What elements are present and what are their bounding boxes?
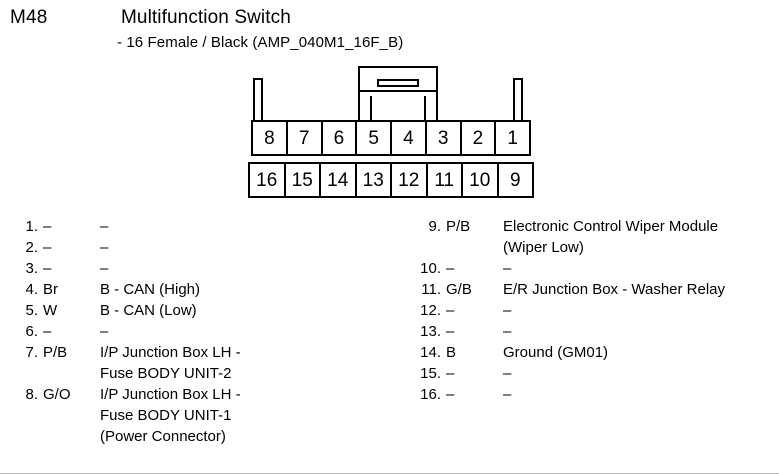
pin-wire-color: –	[43, 323, 52, 340]
pin-number: 7.	[25, 344, 38, 361]
pin-cell-11: 11	[427, 164, 463, 196]
pin-entry: 9. P/B Electronic Control Wiper Module (Wi…	[413, 216, 779, 258]
pin-cell-3: 3	[426, 122, 462, 154]
pin-cell-4: 4	[392, 122, 427, 154]
pin-entry: 4. Br B - CAN (High)	[16, 279, 406, 300]
pin-wire-color: B	[446, 344, 457, 361]
pin-description: –	[503, 365, 512, 382]
pin-wire-color: P/B	[446, 218, 471, 235]
pin-entry: 6.––	[16, 321, 406, 342]
pin-description: E/R Junction Box - Washer Relay	[503, 281, 726, 298]
pin-entry: 16.––	[413, 384, 779, 405]
pin-entry: 11. G/B E/R Junction Box - Washer Relay	[413, 279, 779, 300]
pin-number: 10.	[420, 260, 441, 277]
latch-inner-bar	[377, 79, 419, 87]
pin-description: –	[100, 260, 109, 277]
pin-wire-color: –	[446, 323, 455, 340]
pin-wire-color: P/B	[43, 344, 68, 361]
pin-list-right: 9. P/B Electronic Control Wiper Module (Wi…	[413, 216, 779, 405]
pin-number: 1.	[25, 218, 38, 235]
pin-wire-color: Br	[43, 281, 58, 298]
retention-tab-left	[253, 78, 263, 122]
pin-description: –	[503, 386, 512, 403]
pin-cell-8: 8	[253, 122, 288, 154]
pin-description: Ground (GM01)	[503, 344, 609, 361]
pin-cell-6: 6	[322, 122, 358, 154]
pin-number: 16.	[420, 386, 441, 403]
pin-number: 5.	[25, 302, 38, 319]
pin-description: I/P Junction Box LH - Fuse BODY UNIT-1 (…	[100, 386, 241, 445]
pin-wire-color: G/B	[446, 281, 472, 298]
connector-subtitle: - 16 Female / Black (AMP_040M1_16F_B)	[117, 34, 404, 51]
pin-cell-14: 14	[321, 164, 357, 196]
pin-cell-12: 12	[392, 164, 428, 196]
pin-wire-color: –	[446, 365, 455, 382]
pin-entry: 10.––	[413, 258, 779, 279]
pin-wire-color: W	[43, 302, 58, 319]
pin-description: –	[503, 302, 512, 319]
pin-wire-color: –	[446, 302, 455, 319]
pin-wire-color: –	[43, 260, 52, 277]
pin-description: –	[503, 323, 512, 340]
pin-entry: 7. P/B I/P Junction Box LH - Fuse BODY UNI…	[16, 342, 406, 384]
pin-wire-color: –	[446, 386, 455, 403]
pin-cell-5: 5	[357, 122, 392, 154]
pin-wire-color: –	[446, 260, 455, 277]
pin-description: B - CAN (Low)	[100, 302, 197, 319]
pin-number: 2.	[25, 239, 38, 256]
pin-number: 6.	[25, 323, 38, 340]
pin-wire-color: –	[43, 239, 52, 256]
pin-cell-2: 2	[461, 122, 497, 154]
pin-cell-16: 16	[250, 164, 286, 196]
pin-cell-15: 15	[285, 164, 321, 196]
pin-number: 14.	[420, 344, 441, 361]
pin-description: –	[100, 323, 109, 340]
pin-entry: 2.––	[16, 237, 406, 258]
pin-entry: 14. B Ground (GM01)	[413, 342, 779, 363]
pin-wire-color: –	[43, 218, 52, 235]
pin-description: Electronic Control Wiper Module (Wiper L…	[503, 218, 719, 256]
pin-description: I/P Junction Box LH - Fuse BODY UNIT-2	[100, 344, 241, 382]
pin-number: 11.	[421, 281, 441, 298]
pin-number: 13.	[420, 323, 441, 340]
pin-number: 8.	[25, 386, 38, 403]
pin-entry: 8. G/O I/P Junction Box LH - Fuse BODY UNI…	[16, 384, 406, 447]
pin-entry: 3.––	[16, 258, 406, 279]
pin-number: 3.	[25, 260, 38, 277]
pin-cell-13: 13	[356, 164, 392, 196]
pin-description: B - CAN (High)	[100, 281, 201, 298]
pin-number: 12.	[420, 302, 441, 319]
pin-entry: 15.––	[413, 363, 779, 384]
pin-wire-color: G/O	[43, 386, 71, 403]
pin-number: 4.	[25, 281, 38, 298]
page-title: Multifunction Switch	[121, 7, 291, 28]
pin-entry: 12.––	[413, 300, 779, 321]
pin-description: –	[100, 239, 109, 256]
pin-description: –	[503, 260, 512, 277]
pin-number: 15.	[420, 365, 441, 382]
pin-entry: 5. W B - CAN (Low)	[16, 300, 406, 321]
pin-cell-9: 9	[498, 164, 532, 196]
pin-description: –	[100, 218, 109, 235]
latch-lower-inner	[370, 96, 426, 122]
pin-cell-1: 1	[496, 122, 529, 154]
pin-number: 9.	[428, 218, 441, 235]
pin-cell-7: 7	[287, 122, 323, 154]
retention-tab-right	[513, 78, 523, 122]
pin-entry: 1.––	[16, 216, 406, 237]
connector-code: M48	[10, 7, 48, 28]
pin-cell-10: 10	[463, 164, 499, 196]
pin-entry: 13.––	[413, 321, 779, 342]
